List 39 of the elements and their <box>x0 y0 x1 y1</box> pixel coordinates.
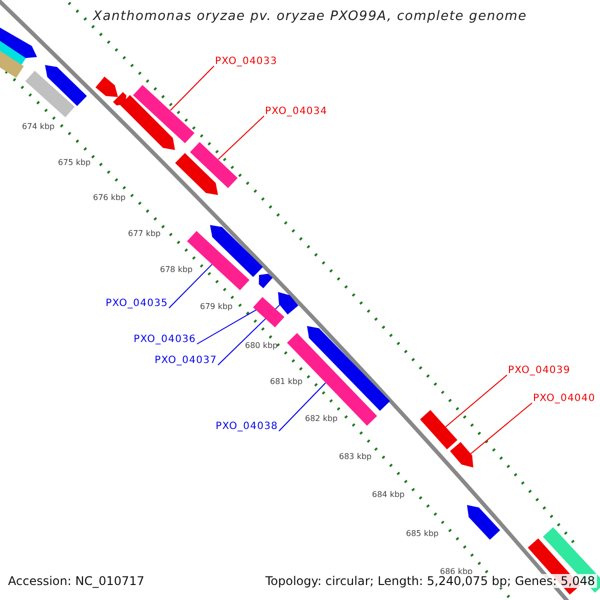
gene-label: PXO_04039 <box>508 365 570 377</box>
leader-line <box>168 264 213 308</box>
gene-label: PXO_04038 <box>216 421 278 433</box>
gene-feature <box>133 84 195 144</box>
position-label: 685 kbp <box>406 529 439 539</box>
position-label: 674 kbp <box>22 122 55 132</box>
leader-line <box>470 402 532 455</box>
title: Xanthomonas oryzae pv. oryzae PXO99A, complete genome <box>93 9 527 24</box>
position-label: 683 kbp <box>339 452 372 462</box>
position-label: 682 kbp <box>305 414 338 424</box>
leader-line <box>170 66 214 111</box>
position-label: 680 kbp <box>245 341 278 351</box>
leader-line <box>196 309 257 344</box>
gene-label: PXO_04034 <box>265 106 328 118</box>
gene-feature <box>253 296 285 328</box>
gene-feature <box>450 442 473 468</box>
position-label: 679 kbp <box>200 302 233 312</box>
position-label: 678 kbp <box>160 265 193 275</box>
gene-feature <box>286 333 378 426</box>
position-label: 677 kbp <box>128 229 161 239</box>
leader-line <box>444 374 508 428</box>
gene-label: PXO_04036 <box>134 334 196 346</box>
genome-info-text: Topology: circular; Length: 5,240,075 bp; Genes: 5,048 <box>263 574 597 588</box>
position-label: 675 kbp <box>58 158 91 168</box>
position-label: 686 kbp <box>440 567 473 576</box>
leader-line <box>218 116 264 160</box>
gene-label: PXO_04040 <box>533 393 596 405</box>
gene-label: PXO_04037 <box>154 355 217 367</box>
gene-feature <box>190 142 238 188</box>
gene-feature <box>278 292 298 314</box>
accession-text: Accession: NC_010717 <box>8 574 144 588</box>
gene-feature <box>420 410 458 450</box>
leader-line <box>218 304 280 366</box>
gene-label: PXO_04033 <box>215 56 278 68</box>
position-label: 684 kbp <box>372 490 405 500</box>
position-label: 676 kbp <box>93 193 126 203</box>
gene-label: PXO_04035 <box>106 298 168 310</box>
leader-line <box>278 382 326 432</box>
position-label: 681 kbp <box>270 377 303 387</box>
